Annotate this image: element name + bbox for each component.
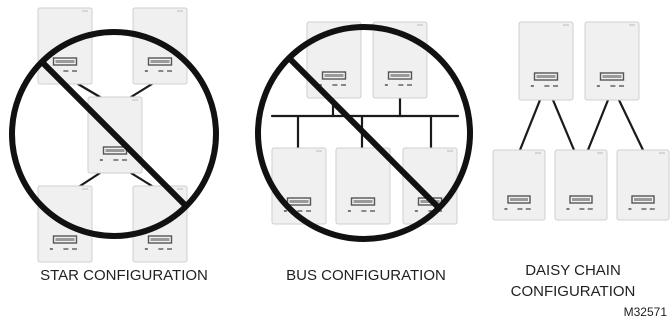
daisy-device-top-left (518, 21, 574, 101)
bus-caption: BUS CONFIGURATION (286, 267, 446, 284)
star-caption: STAR CONFIGURATION (40, 267, 208, 284)
daisy-wire-3 (586, 98, 610, 152)
star-prohibition-icon (9, 29, 219, 239)
daisy-chain-caption-line2: CONFIGURATION (510, 283, 636, 300)
figure-id: M32571 (623, 305, 667, 319)
bus-device-bottom-middle (335, 147, 391, 225)
daisy-device-bottom-middle (554, 149, 608, 221)
star-wire-bottom-right (129, 171, 154, 188)
daisy-device-bottom-left (492, 149, 546, 221)
daisy-wire-1 (518, 98, 542, 152)
bus-device-bottom-left (271, 147, 327, 225)
bus-prohibition-icon (255, 24, 473, 242)
star-wire-bottom-left (78, 171, 102, 188)
daisy-wire-2 (551, 98, 576, 152)
prohibition-symbols (9, 24, 473, 242)
devices (37, 7, 670, 263)
daisy-chain-caption-line1: DAISY CHAIN (525, 262, 621, 279)
daisy-device-bottom-right (616, 149, 670, 221)
star-wire-top-left (76, 82, 102, 99)
star-wire-top-right (129, 82, 154, 99)
daisy-device-top-right (584, 21, 640, 101)
daisy-wire-4 (617, 98, 645, 152)
